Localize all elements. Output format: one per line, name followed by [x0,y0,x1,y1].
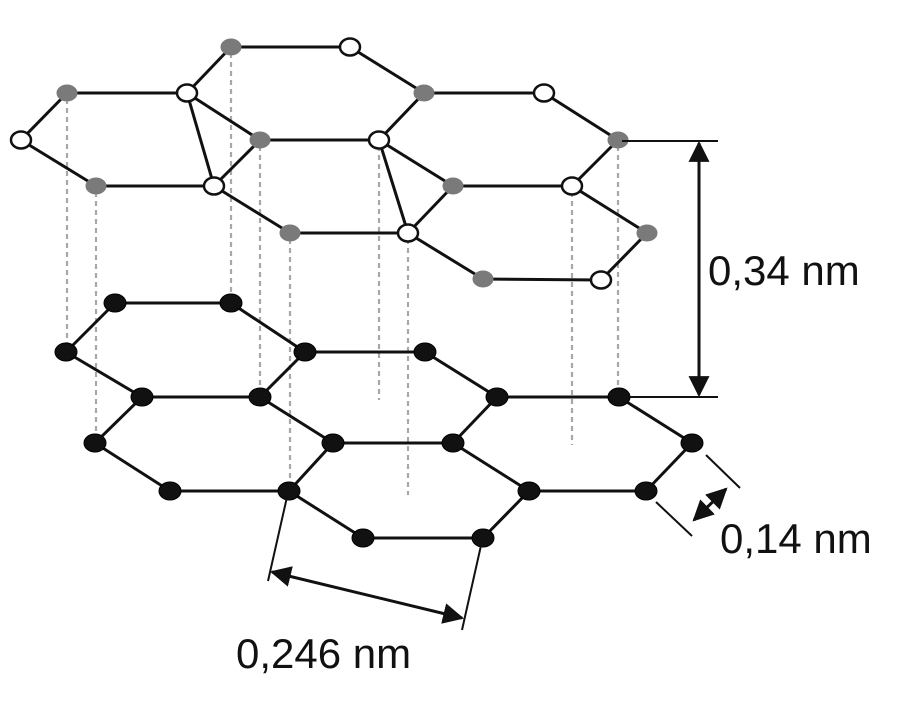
bottom-bond [451,395,499,445]
top-bond [599,231,649,282]
bottom-carbon-atom [277,481,301,501]
top-bond [406,184,455,235]
top-bond [185,91,216,188]
top-carbon-atom-gray [279,224,301,242]
top-bond [19,91,69,142]
top-bond [570,138,620,188]
bottom-bond [423,350,499,399]
top-layer-bonds [19,45,649,282]
bottom-bond [258,395,335,445]
bottom-carbon-atom [83,433,107,453]
bottom-carbon-atom [471,528,495,548]
bottom-bond [617,395,694,445]
bottom-bond [93,395,144,445]
top-carbon-atom-white [396,223,420,243]
top-carbon-atom-gray [220,38,242,56]
top-carbon-atom-white [338,37,362,57]
bottom-carbon-atom [321,433,345,453]
top-bond [377,91,426,142]
top-bond [185,45,233,95]
top-bond [377,138,410,235]
lattice-constant-arrow [269,566,465,624]
bottom-bond [451,441,531,493]
bottom-carbon-atom [219,293,243,313]
bottom-carbon-atom [293,342,317,362]
top-bond [185,91,262,142]
top-carbon-atom-white [9,130,33,150]
bottom-layer-atoms [54,293,704,548]
top-bond [19,138,98,188]
top-carbon-atom-white [589,270,613,290]
bond-extension-2 [655,501,693,537]
bottom-bond [229,301,307,354]
top-bond [406,231,485,281]
bottom-carbon-atom [441,433,465,453]
top-carbon-atom-gray [85,177,107,195]
bottom-carbon-atom [130,387,154,407]
bottom-bond [64,350,144,399]
bottom-bond [481,489,531,540]
top-carbon-atom-white [175,83,199,103]
lattice-constant-label: 0,246 nm [236,630,412,677]
bottom-carbon-atom [351,528,375,548]
top-bond [570,184,649,235]
lattice-extension-left [267,496,288,582]
top-bond [481,277,603,282]
top-carbon-atom-gray [413,84,435,102]
bottom-carbon-atom [485,387,509,407]
bottom-bond [644,441,694,493]
bond-extension-1 [705,454,741,489]
bottom-carbon-atom [517,481,541,501]
bottom-bond [287,489,365,540]
top-layer-atoms [9,37,658,290]
top-bond [542,91,620,142]
bottom-carbon-atom [248,387,272,407]
interlayer-dimension [622,140,718,398]
bottom-bond [64,301,117,354]
bond-length-dimension [655,454,741,537]
top-carbon-atom-white [202,176,226,196]
top-carbon-atom-white [532,83,556,103]
interlayer-spacing-label: 0,34 nm [708,247,860,294]
projection-lines [65,53,620,495]
top-carbon-atom-white [560,176,584,196]
top-bond [212,184,292,235]
top-bond [348,45,426,95]
top-carbon-atom-gray [56,84,78,102]
top-carbon-atom-gray [472,270,494,288]
bottom-carbon-atom [54,342,78,362]
bottom-carbon-atom [634,481,658,501]
top-carbon-atom-gray [442,177,464,195]
top-bond [377,138,455,188]
lattice-extension-right [461,540,483,631]
bond-length-label: 0,14 nm [720,515,872,562]
top-carbon-atom-white [367,130,391,150]
lattice-constant-dimension [267,496,483,631]
bottom-carbon-atom [680,433,704,453]
bond-length-arrow [692,487,728,522]
top-carbon-atom-gray [249,131,271,149]
bottom-carbon-atom [158,481,182,501]
top-carbon-atom-gray [636,224,658,242]
bottom-carbon-atom [103,293,127,313]
top-bond [212,138,262,188]
bottom-layer-bonds [64,301,694,540]
bottom-bond [258,350,307,399]
bottom-bond [287,441,335,493]
bottom-bond [93,441,172,493]
bottom-carbon-atom [413,342,437,362]
